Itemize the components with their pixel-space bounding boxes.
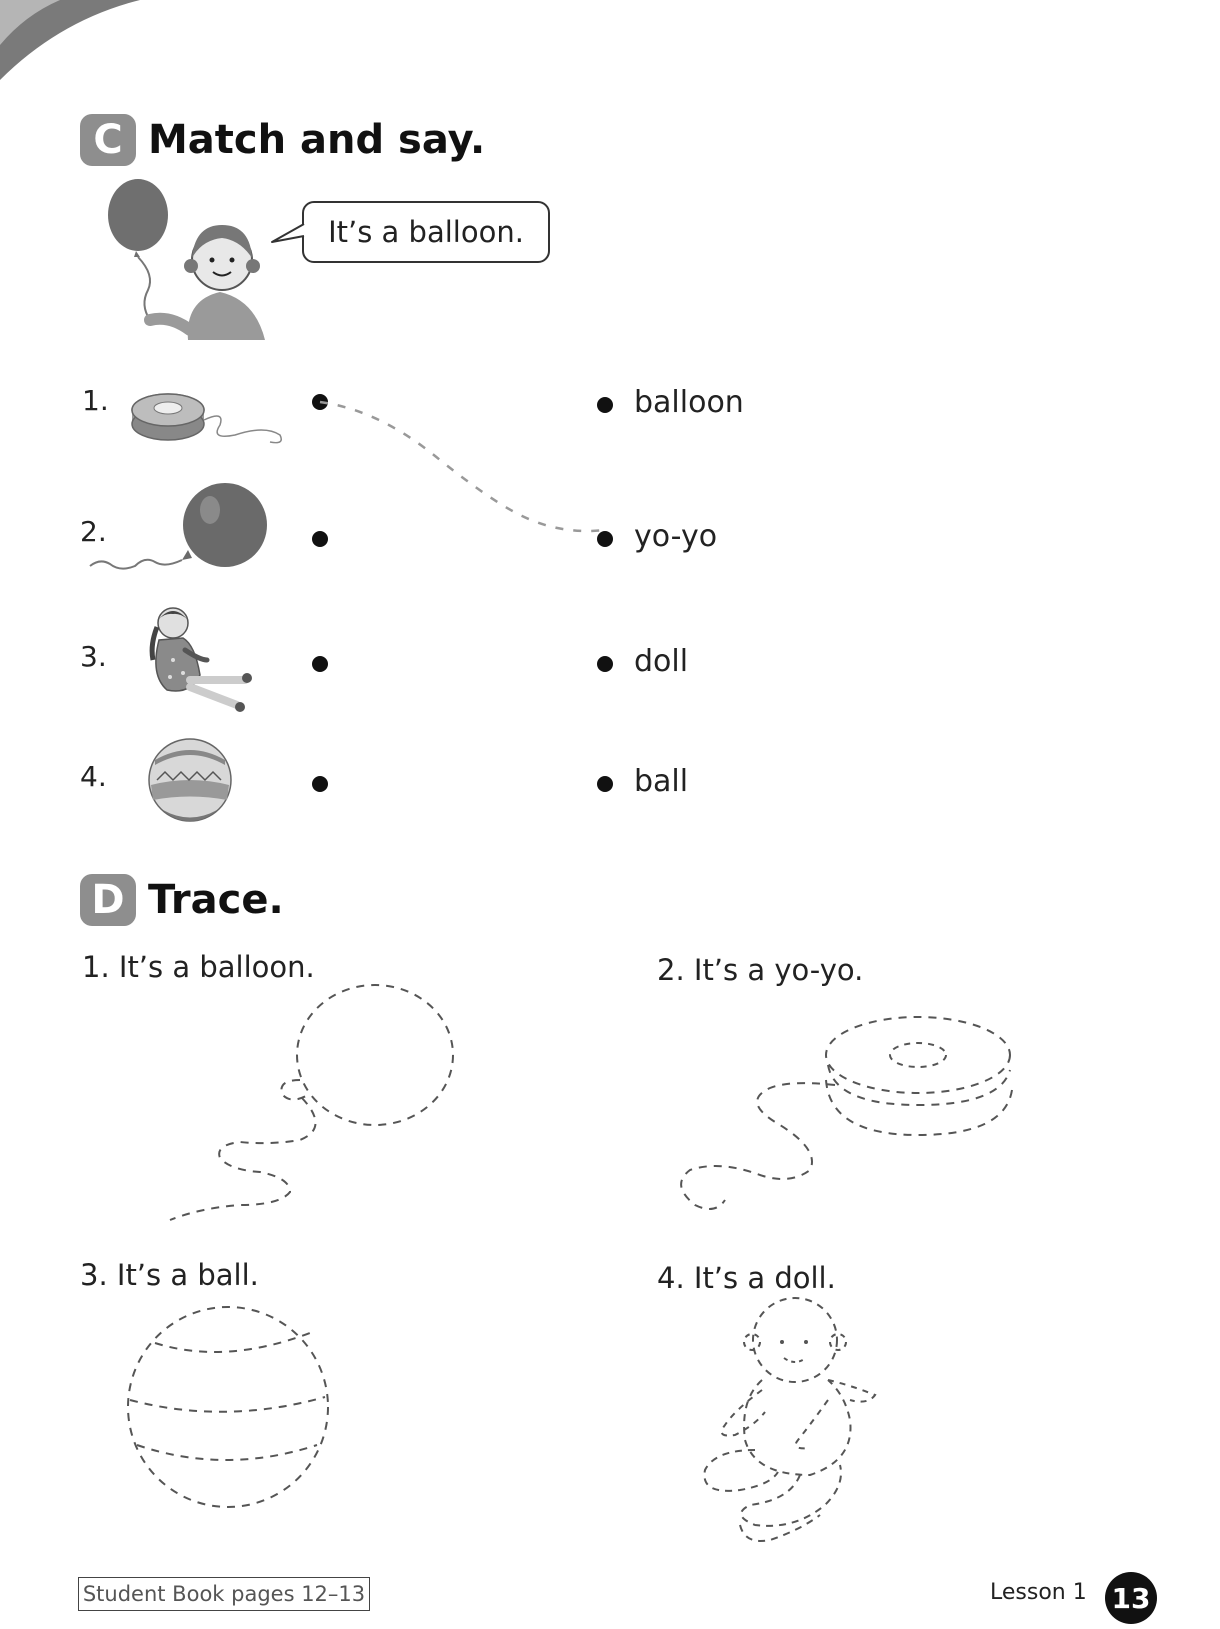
- section-d-title: Trace.: [148, 877, 284, 923]
- corner-swoosh-decoration: [0, 0, 140, 80]
- match-word: balloon: [634, 385, 744, 420]
- page-number-badge: 13: [1105, 1572, 1157, 1624]
- match-dot-left[interactable]: [312, 531, 328, 547]
- match-dot-right[interactable]: [597, 531, 613, 547]
- match-item-number: 3.: [80, 640, 107, 673]
- lesson-label: Lesson 1: [990, 1580, 1087, 1605]
- match-word: doll: [634, 644, 689, 679]
- student-book-reference: Student Book pages 12–13: [78, 1577, 370, 1611]
- example-girl-with-balloon-icon: [108, 179, 265, 340]
- trace-balloon-icon[interactable]: [160, 980, 460, 1225]
- trace-ball-icon[interactable]: [125, 1305, 335, 1510]
- example-speech-bubble: It’s a balloon.: [302, 201, 550, 263]
- ball-icon: [148, 738, 232, 822]
- match-item-number: 1.: [82, 384, 109, 417]
- balloon-icon: [89, 483, 267, 570]
- match-word: yo-yo: [634, 519, 718, 554]
- match-dot-left[interactable]: [312, 656, 328, 672]
- yo-yo-icon: [131, 393, 282, 444]
- match-item-number: 2.: [80, 515, 107, 548]
- trace-doll-icon[interactable]: [700, 1297, 910, 1550]
- section-c-title: Match and say.: [148, 117, 486, 163]
- doll-icon: [149, 607, 252, 712]
- trace-sentence: 1. It’s a balloon.: [82, 950, 315, 984]
- match-dot-right[interactable]: [597, 656, 613, 672]
- trace-sentence: 3. It’s a ball.: [80, 1258, 259, 1292]
- example-match-line: [319, 400, 606, 533]
- match-dot-right[interactable]: [597, 397, 613, 413]
- match-dot-right[interactable]: [597, 776, 613, 792]
- trace-sentence: 2. It’s a yo-yo.: [657, 953, 864, 987]
- match-item-number: 4.: [80, 760, 107, 793]
- section-d-header: D Trace.: [80, 874, 284, 926]
- section-c-header: C Match and say.: [80, 114, 485, 166]
- match-dot-left[interactable]: [312, 776, 328, 792]
- section-d-badge: D: [80, 874, 136, 926]
- speech-bubble-tail: [271, 223, 305, 243]
- trace-yo-yo-icon[interactable]: [680, 1010, 1020, 1215]
- section-c-badge: C: [80, 114, 136, 166]
- match-word: ball: [634, 764, 689, 799]
- trace-sentence: 4. It’s a doll.: [657, 1261, 836, 1295]
